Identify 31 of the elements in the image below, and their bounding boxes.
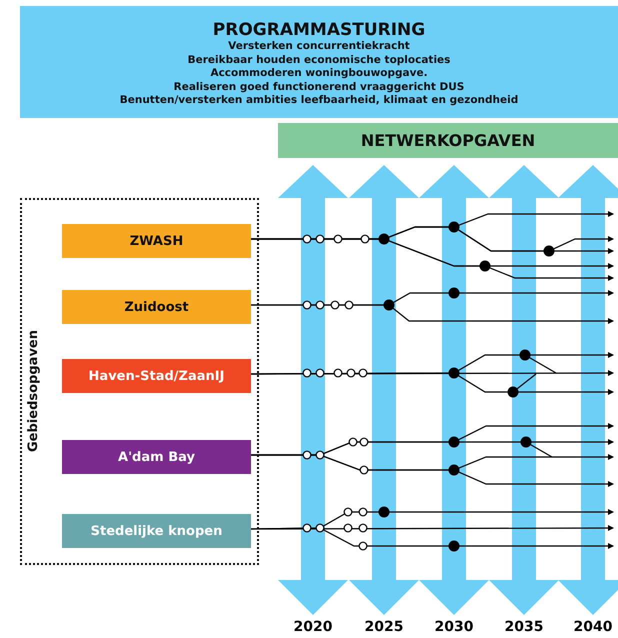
year-label: 2035 — [504, 619, 544, 635]
arrow — [249, 238, 614, 281]
section-band — [278, 123, 618, 158]
area-name: Zuidoost — [124, 300, 189, 314]
area-name: A'dam Bay — [118, 450, 195, 464]
area-box — [62, 290, 251, 324]
area-name: Stedelijke knopen — [90, 524, 222, 538]
arrow — [249, 372, 614, 395]
heading: PROGRAMMASTURING — [212, 20, 426, 40]
goal-text: Accommoderen woningbouwopgave. — [210, 67, 428, 80]
arrow — [249, 527, 614, 549]
header-panel — [20, 6, 618, 118]
arrow — [249, 454, 614, 487]
band-title: NETWERKOPGAVEN — [360, 131, 536, 150]
goal-text: Benutten/versterken ambities leefbaarheid, klimaat en gezondheid — [120, 94, 518, 108]
year-label: 2025 — [364, 619, 404, 635]
area-box — [62, 440, 251, 474]
vertical-heading: Gebiedsopgaven — [26, 330, 41, 452]
arrow — [249, 304, 614, 324]
year-label: 2040 — [572, 619, 614, 635]
goal-text: Versterken concurrentiekracht — [228, 40, 410, 54]
goal-text: Bereikbaar houden economische toplocaties — [188, 54, 450, 67]
area-box — [62, 359, 251, 393]
area-box — [62, 514, 251, 548]
area-name: ZWASH — [130, 234, 184, 248]
area-box — [62, 224, 251, 258]
goal-text: Realiseren goed functionerend vraaggericht DUS — [174, 80, 464, 94]
year-label: 2030 — [434, 619, 474, 635]
group-frame — [20, 198, 259, 565]
year-label: 2020 — [292, 619, 334, 635]
area-name: Haven-Stad/ZaanIJ — [88, 368, 224, 384]
